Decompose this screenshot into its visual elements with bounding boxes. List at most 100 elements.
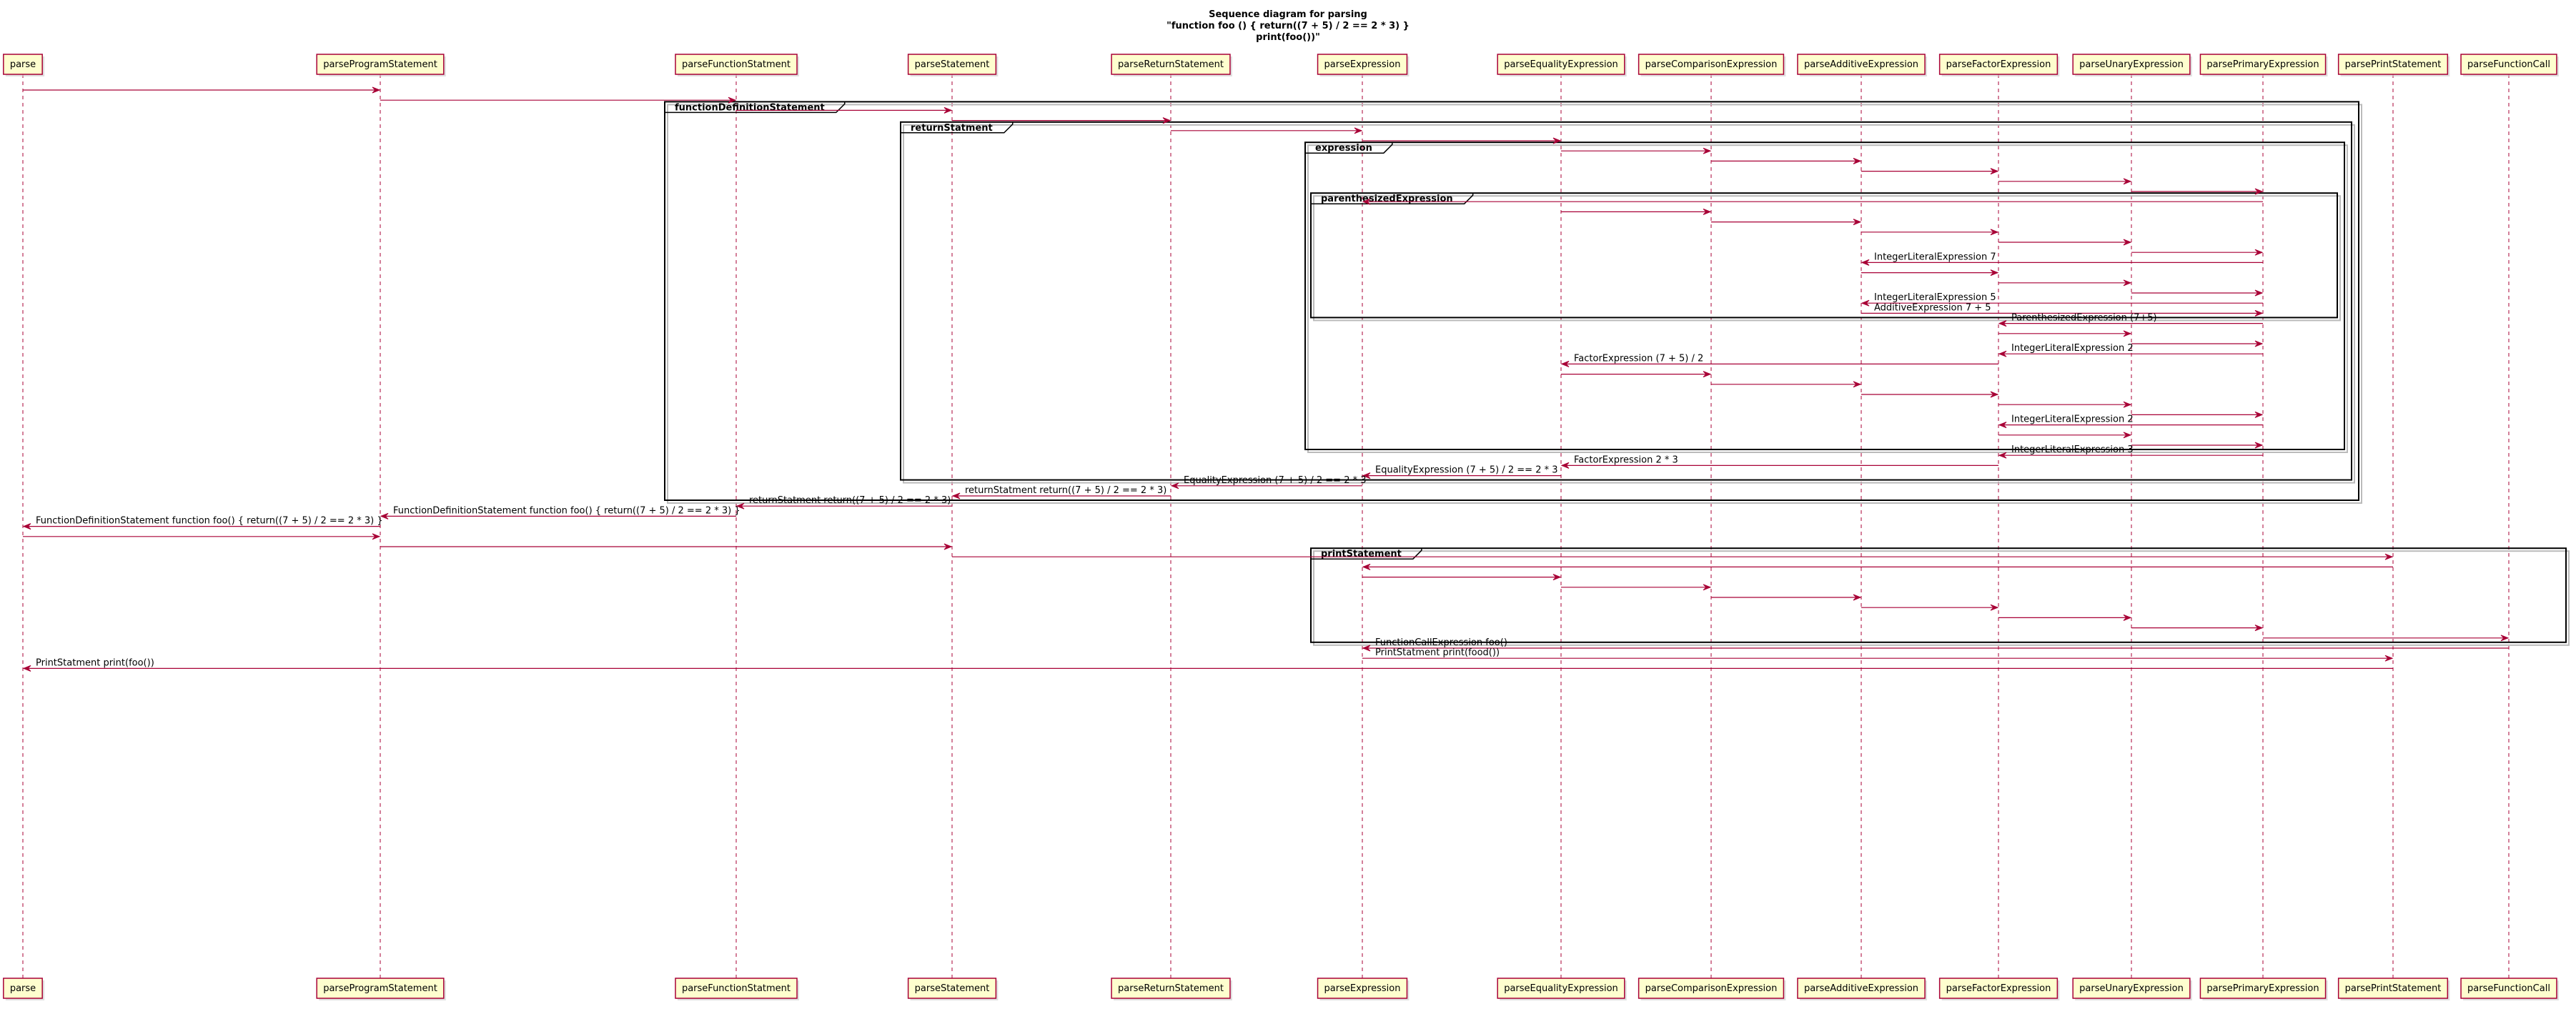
message-label: EqualityExpression (7 + 5) / 2 == 2 * 3 xyxy=(1184,475,1367,486)
message-label: FunctionDefinitionStatement function foo… xyxy=(393,505,740,516)
message-28: FactorExpression (7 + 5) / 2 xyxy=(1560,353,1998,367)
participant-bottom-parseEqualityExpression: parseEqualityExpression xyxy=(1497,978,1627,1000)
participant-bottom-parseReturnStatement: parseReturnStatement xyxy=(1111,978,1232,1000)
diagram-title-line-1: Sequence diagram for parsing xyxy=(1209,9,1367,20)
participant-top-parsePrimaryExpression: parsePrimaryExpression xyxy=(2199,54,2328,76)
participant-label: parse xyxy=(10,983,36,994)
participant-bottom-parse: parse xyxy=(3,978,45,1000)
participant-label: parseStatement xyxy=(915,59,990,70)
participant-bottom-parseStatement: parseStatement xyxy=(907,978,999,1000)
participant-bottom-parseFactorExpression: parseFactorExpression xyxy=(1938,978,2060,1000)
participant-label: parseFunctionStatment xyxy=(682,59,791,70)
participant-label: parseReturnStatement xyxy=(1118,59,1224,70)
diagram-title-line-3: print(foo())" xyxy=(1256,32,1320,43)
participant-bottom-parseProgramStatement: parseProgramStatement xyxy=(316,978,446,1000)
message-label: AdditiveExpression 7 + 5 xyxy=(1874,302,1991,313)
message-27: IntegerLiteralExpression 2 xyxy=(1998,343,2263,357)
message-18: IntegerLiteralExpression 7 xyxy=(1861,252,2263,266)
message-46 xyxy=(380,543,953,550)
participant-top-parseComparisonExpression: parseComparisonExpression xyxy=(1638,54,1786,76)
participant-label: parseReturnStatement xyxy=(1118,983,1224,994)
message-49 xyxy=(1362,574,1562,581)
participant-bottom-parseFunctionCall: parseFunctionCall xyxy=(2460,978,2559,1000)
message-label: FactorExpression (7 + 5) / 2 xyxy=(1574,353,1703,364)
message-34: IntegerLiteralExpression 2 xyxy=(1998,414,2263,429)
message-53 xyxy=(1998,614,2132,621)
message-9 xyxy=(1861,168,1999,175)
message-56: FunctionCallExpression foo() xyxy=(1362,637,2509,652)
participant-label: parseProgramStatement xyxy=(323,983,437,994)
message-35 xyxy=(1998,432,2132,439)
message-1 xyxy=(23,86,381,94)
participant-bottom-parsePrimaryExpression: parsePrimaryExpression xyxy=(2199,978,2328,1000)
message-8 xyxy=(1711,157,1862,164)
message-13 xyxy=(1561,208,1712,215)
participant-top-parseStatement: parseStatement xyxy=(907,54,999,76)
participant-bottom-parsePrintStatement: parsePrintStatement xyxy=(2337,978,2450,1000)
message-40: EqualityExpression (7 + 5) / 2 == 2 * 3 xyxy=(1170,475,1367,489)
frame-expression: expression xyxy=(1304,141,2348,453)
participant-top-parsePrintStatement: parsePrintStatement xyxy=(2337,54,2450,76)
participant-bottom-parseUnaryExpression: parseUnaryExpression xyxy=(2072,978,2192,1000)
message-45 xyxy=(23,533,381,540)
message-31 xyxy=(1861,391,1999,398)
participant-label: parseAdditiveExpression xyxy=(1804,59,1918,70)
message-12 xyxy=(1362,198,2263,205)
message-label: EqualityExpression (7 + 5) / 2 == 2 * 3 xyxy=(1375,465,1558,476)
message-label: IntegerLiteralExpression 2 xyxy=(2011,343,2134,354)
lifelines xyxy=(22,74,2510,978)
svg-text:parenthesizedExpression: parenthesizedExpression xyxy=(1321,194,1453,204)
participant-top-parseAdditiveExpression: parseAdditiveExpression xyxy=(1797,54,1928,76)
message-label: FunctionCallExpression foo() xyxy=(1375,637,1507,648)
participant-label: parseFunctionCall xyxy=(2467,983,2550,994)
participant-top-parseReturnStatement: parseReturnStatement xyxy=(1111,54,1232,76)
participant-bottom-parseAdditiveExpression: parseAdditiveExpression xyxy=(1797,978,1928,1000)
participant-top-parseProgramStatement: parseProgramStatement xyxy=(316,54,446,76)
participant-top-parseFunctionStatment: parseFunctionStatment xyxy=(675,54,800,76)
message-41: returnStatment return((7 + 5) / 2 == 2 *… xyxy=(951,485,1171,499)
message-23: AdditiveExpression 7 + 5 xyxy=(1861,302,2264,317)
participant-label: parseExpression xyxy=(1324,983,1401,994)
message-57: PrintStatment print(food()) xyxy=(1362,647,2394,662)
participant-label: parseStatement xyxy=(915,983,990,994)
frame-returnStatment: returnStatment xyxy=(900,121,2355,484)
message-2 xyxy=(380,96,737,104)
participant-label: parseExpression xyxy=(1324,59,1401,70)
message-32 xyxy=(1998,401,2132,408)
message-label: ParenthesizedExpression (7+5) xyxy=(2011,313,2157,324)
message-5 xyxy=(1171,127,1363,134)
participant-top-parseUnaryExpression: parseUnaryExpression xyxy=(2072,54,2192,76)
participant-label: parsePrintStatement xyxy=(2345,983,2442,994)
participant-label: parseUnaryExpression xyxy=(2079,983,2184,994)
message-14 xyxy=(1711,219,1862,226)
message-26 xyxy=(2131,340,2264,347)
message-10 xyxy=(1998,178,2132,185)
message-7 xyxy=(1561,147,1712,154)
svg-text:expression: expression xyxy=(1315,143,1372,154)
message-6 xyxy=(1362,137,1562,144)
participant-label: parsePrimaryExpression xyxy=(2206,983,2319,994)
message-58: PrintStatment print(foo()) xyxy=(22,657,2393,672)
message-label: FunctionDefinitionStatement function foo… xyxy=(36,516,383,527)
participant-top-parseFactorExpression: parseFactorExpression xyxy=(1938,54,2060,76)
frame-printStatement: printStatement xyxy=(1310,547,2570,646)
participant-label: parseEqualityExpression xyxy=(1504,59,1618,70)
message-36 xyxy=(2131,442,2264,449)
message-label: returnStatment return((7 + 5) / 2 == 2 *… xyxy=(965,485,1166,496)
participant-label: parseAdditiveExpression xyxy=(1804,983,1918,994)
message-label: PrintStatment print(foo()) xyxy=(36,657,154,668)
message-33 xyxy=(2131,411,2264,418)
message-52 xyxy=(1861,604,1999,611)
participant-label: parseUnaryExpression xyxy=(2079,59,2184,70)
svg-text:printStatement: printStatement xyxy=(1321,549,1402,560)
message-29 xyxy=(1561,371,1712,378)
message-30 xyxy=(1711,381,1862,388)
participant-top-parseEqualityExpression: parseEqualityExpression xyxy=(1497,54,1627,76)
message-17 xyxy=(2131,249,2264,256)
frames: functionDefinitionStatementreturnStatmen… xyxy=(664,101,2570,646)
message-47 xyxy=(952,553,2394,560)
message-54 xyxy=(2131,625,2264,632)
message-label: returnStatment return((7 + 5) / 2 == 2 *… xyxy=(749,495,951,506)
participant-label: parseEqualityExpression xyxy=(1504,983,1618,994)
